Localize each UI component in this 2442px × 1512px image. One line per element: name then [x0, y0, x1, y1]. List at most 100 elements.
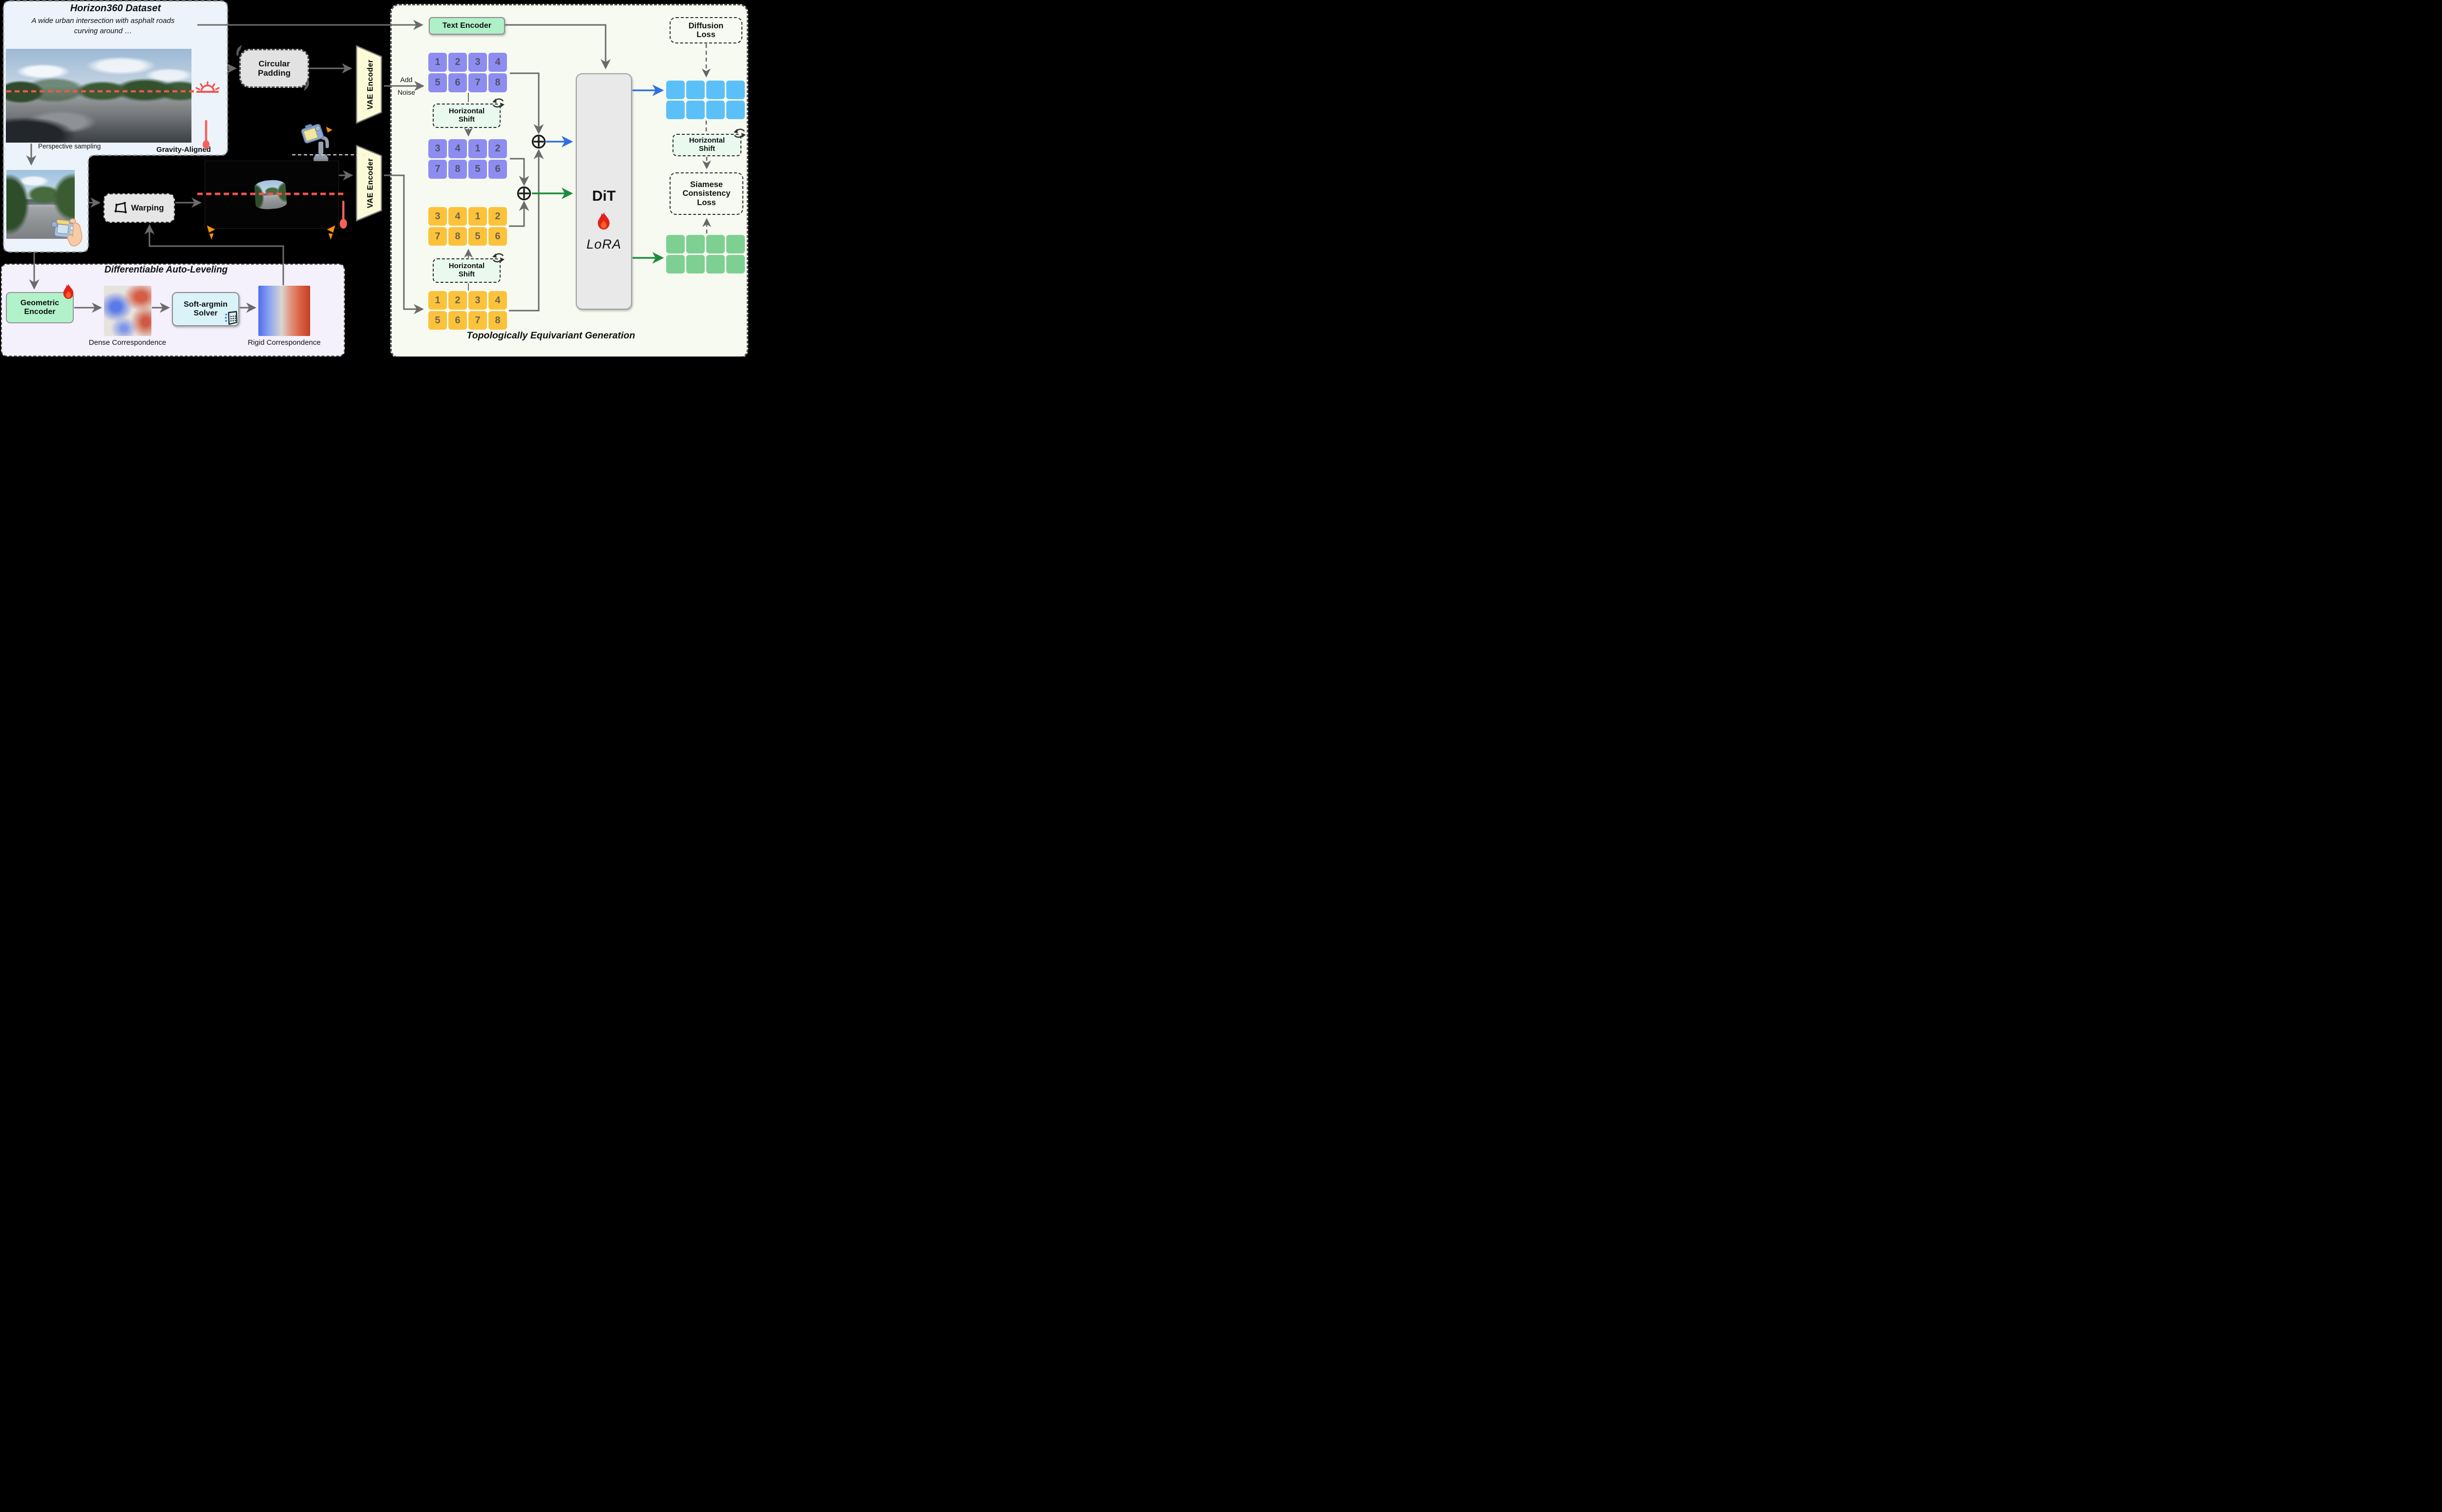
geometric-encoder-module: Geometric Encoder	[6, 292, 74, 323]
vae-encoder-label: VAE Encoder	[366, 60, 375, 110]
horizontal-shift-module-3: Horizontal Shift	[673, 134, 741, 156]
latent-cell: 5	[428, 311, 447, 330]
latent-cell	[726, 101, 745, 119]
dense-correspondence-label: Dense Correspondence	[88, 338, 167, 347]
latent-cell: 6	[488, 160, 507, 179]
latent-cell	[666, 101, 685, 119]
latent-cell: 6	[448, 73, 467, 92]
latent-cell	[666, 235, 685, 253]
latent-cell: 2	[448, 53, 467, 72]
siamese-loss-label: Consistency	[682, 189, 731, 198]
latent-cell	[686, 101, 705, 119]
diffusion-loss-label: Loss	[696, 30, 716, 39]
cycle-arrows-icon	[492, 253, 505, 263]
latent-cell	[686, 255, 705, 273]
latent-cell: 2	[448, 291, 467, 310]
horizontal-shift-module-2: Horizontal Shift	[433, 258, 501, 283]
vae-encoder-2: VAE Encoder	[356, 145, 382, 222]
circular-padding-label: Padding	[257, 68, 291, 78]
latent-cell: 3	[468, 53, 487, 72]
hand-camera-icon	[51, 218, 83, 247]
soft-argmin-module: Soft-argmin Solver	[172, 292, 239, 326]
siamese-loss-label: Siamese	[690, 180, 723, 189]
siamese-loss-box: Siamese Consistency Loss	[670, 172, 743, 215]
figure-canvas: Horizon360 Dataset A wide urban intersec…	[0, 0, 750, 357]
latent-cell: 8	[488, 73, 507, 92]
latent-cell: 4	[488, 291, 507, 310]
latent-cell	[706, 101, 725, 119]
dataset-caption-line2: curving around …	[74, 27, 132, 35]
text-encoder-label: Text Encoder	[442, 21, 492, 30]
plumb-bob-icon	[339, 200, 347, 229]
latent-cell: 8	[448, 160, 467, 179]
warping-module: Warping	[104, 193, 175, 223]
latent-cell: 5	[468, 227, 487, 246]
diffusion-loss-label: Diffusion	[688, 21, 724, 30]
text-encoder-module: Text Encoder	[429, 17, 505, 35]
solver-doc-icon	[225, 311, 238, 325]
geometric-encoder-label: Geometric	[20, 299, 60, 308]
circular-padding-label: Circular	[258, 59, 290, 68]
dataset-caption-line1: A wide urban intersection with asphalt r…	[31, 17, 175, 25]
horizontal-shift-label: Horizontal	[689, 136, 725, 145]
flame-icon	[63, 283, 74, 299]
camera-tripod-icon	[301, 124, 329, 161]
latent-cell: 7	[428, 160, 447, 179]
warped-image	[254, 179, 287, 210]
horizontal-shift-label: Horizontal	[448, 262, 485, 271]
latent-cell: 7	[468, 311, 487, 330]
flame-icon	[598, 211, 610, 230]
latent-cell	[726, 255, 745, 273]
generated-pano-latent-grid	[666, 81, 745, 119]
latent-cell: 1	[428, 291, 447, 310]
wrap-arrow-icon	[236, 45, 242, 56]
latent-cell: 5	[468, 160, 487, 179]
add-noise-label: Add	[400, 76, 413, 84]
circular-padding-module: Circular Padding	[239, 49, 309, 88]
horizontal-shift-label: Shift	[458, 270, 475, 278]
latent-cell: 7	[428, 227, 447, 246]
dit-label: DiT	[592, 188, 616, 205]
siamese-loss-label: Loss	[697, 198, 716, 207]
latent-cell: 1	[468, 207, 487, 226]
dense-correspondence-map	[104, 286, 151, 336]
latent-cell	[706, 235, 725, 253]
latent-cell	[706, 81, 725, 99]
vae-encoder-1: VAE Encoder	[356, 45, 382, 124]
lora-label: LoRA	[586, 236, 622, 252]
latent-cell	[686, 235, 705, 253]
horizontal-shift-label: Shift	[698, 145, 716, 153]
latent-cell: 2	[488, 207, 507, 226]
warp-quad-icon	[114, 202, 127, 213]
cycle-arrows-icon	[492, 98, 505, 108]
add-noise-label: Noise	[398, 88, 415, 96]
latent-cell	[666, 255, 685, 273]
vae-encoder-label: VAE Encoder	[366, 158, 375, 209]
cycle-arrows-icon	[734, 128, 746, 138]
wrap-arrow-icon	[304, 80, 309, 91]
horizontal-shift-label: Shift	[458, 115, 475, 124]
latent-cell	[666, 81, 685, 99]
latent-cell: 1	[468, 139, 487, 158]
gravity-aligned-label: Gravity-Aligned	[156, 146, 211, 154]
auto-leveling-title: Differentiable Auto-Leveling	[104, 265, 228, 275]
latent-cell	[726, 81, 745, 99]
latent-cell: 3	[428, 139, 447, 158]
geometric-encoder-label: Encoder	[24, 308, 56, 316]
latent-cell: 1	[428, 53, 447, 72]
latent-cell: 6	[448, 311, 467, 330]
latent-cell	[706, 255, 725, 273]
warping-label: Warping	[131, 203, 164, 213]
panorama-image	[6, 49, 191, 143]
latent-cell: 4	[448, 207, 467, 226]
generation-caption: Topologically Equivariant Generation	[466, 330, 635, 341]
latent-cell: 8	[488, 311, 507, 330]
horizontal-shift-label: Horizontal	[448, 107, 485, 116]
latent-cell: 6	[488, 227, 507, 246]
latent-cell: 8	[448, 227, 467, 246]
latent-cell: 3	[428, 207, 447, 226]
